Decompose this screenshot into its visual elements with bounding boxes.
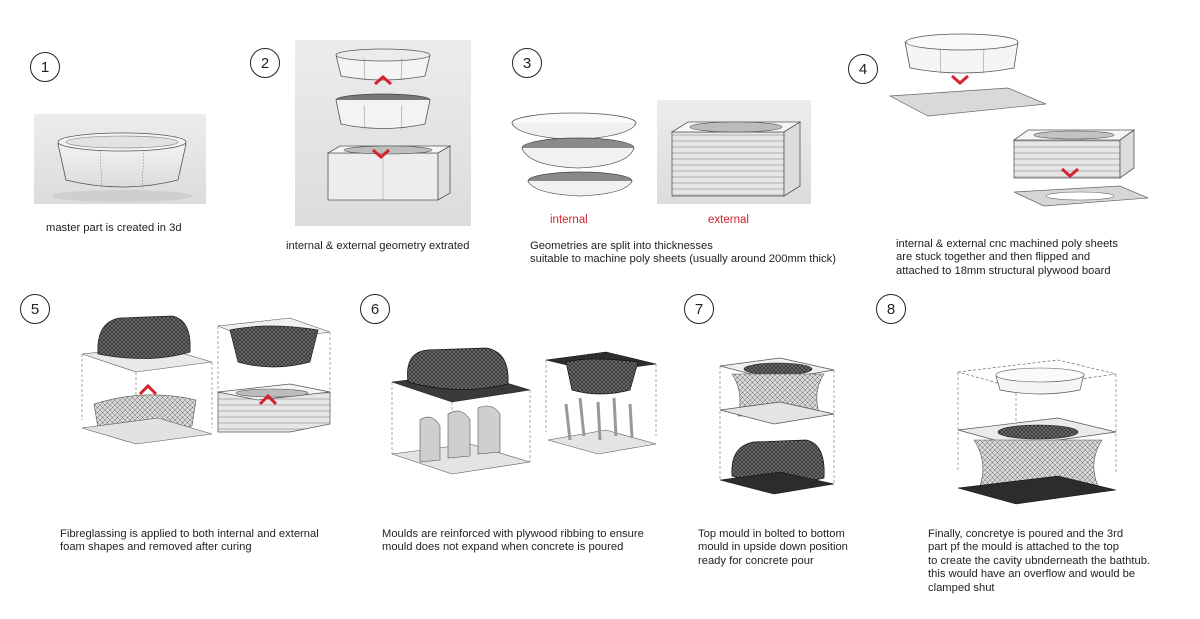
step-8-caption: Finally, concretye is poured and the 3rd… [928, 528, 1151, 594]
step-2-caption: internal & external geometry extrated [286, 240, 470, 252]
plywood-board [888, 87, 1047, 117]
step-4-caption: internal & external cnc machined poly sh… [896, 238, 1119, 277]
step-4-number: 4 [848, 54, 878, 84]
down-arrow-icon [951, 74, 969, 85]
step-3-caption: Geometries are split into thicknesses su… [530, 240, 836, 266]
up-arrow-icon [374, 75, 392, 86]
step-7-number: 7 [684, 294, 714, 324]
down-arrow-icon [372, 148, 390, 159]
step-7-caption: Top mould in bolted to bottom mould in u… [698, 528, 848, 567]
layered-external-block [671, 131, 785, 197]
step-8-number: 8 [876, 294, 906, 324]
master-tub-opening [65, 135, 179, 149]
internal-label: internal [550, 214, 588, 226]
step-6-caption: Moulds are reinforced with plywood ribbi… [382, 528, 644, 554]
step-5-illustration [81, 315, 331, 445]
up-arrow-icon [138, 383, 158, 396]
fibreglass-mould-internal [407, 347, 509, 390]
tub-shadow [52, 190, 192, 202]
step-2-number: 2 [250, 48, 280, 78]
step-5-number: 5 [20, 294, 50, 324]
step-3-illustration [511, 100, 811, 204]
step-7-illustration [719, 357, 835, 495]
fibreglass-mould-external [565, 358, 639, 395]
fibreglass-shell-internal [97, 315, 191, 359]
step-1-number: 1 [30, 52, 60, 82]
step-6-number: 6 [360, 294, 390, 324]
fibreglass-shell-external [229, 325, 319, 368]
step-6-illustration [391, 347, 657, 475]
step-8-illustration [957, 359, 1117, 505]
up-arrow-icon [258, 393, 278, 406]
external-label: external [708, 214, 749, 226]
step-3-number: 3 [512, 48, 542, 78]
step-2-illustration [295, 40, 471, 226]
step-1-illustration [34, 114, 206, 204]
plywood-ribs [419, 405, 501, 463]
down-arrow-icon [1061, 167, 1079, 178]
plywood-ribs [564, 397, 634, 441]
step-1-caption: master part is created in 3d [46, 222, 182, 234]
step-5-caption: Fibreglassing is applied to both interna… [60, 528, 319, 554]
base-board [957, 475, 1117, 505]
step-4-illustration [888, 33, 1149, 207]
